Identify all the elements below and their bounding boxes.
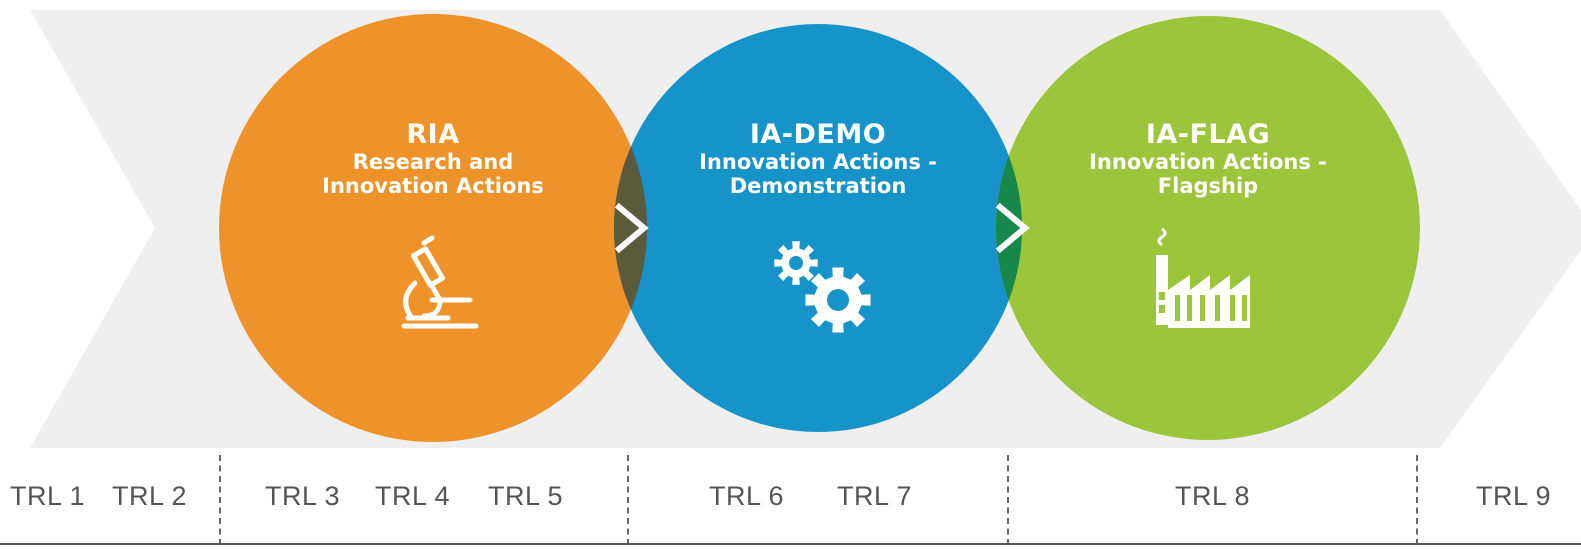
gears-icon (774, 241, 871, 333)
trl-label: TRL 2 (112, 481, 188, 511)
trl-label: TRL 6 (709, 481, 785, 511)
stage-subtitle-line1: Innovation Actions - (1089, 150, 1327, 174)
stage-code: IA-FLAG (1145, 119, 1271, 150)
gear-shape (774, 241, 818, 285)
trl-label: TRL 4 (375, 481, 451, 511)
trl-label: TRL 3 (265, 481, 341, 511)
stage-subtitle-line2: Flagship (1157, 174, 1259, 198)
stage-code: RIA (406, 119, 460, 150)
trl-baseline (0, 543, 1581, 545)
ia-flag-label: IA-FLAG Innovation Actions - Flagship (1058, 119, 1358, 199)
stage-subtitle-line1: Research and (352, 150, 514, 174)
trl-label: TRL 5 (488, 481, 564, 511)
trl-label: TRL 1 (10, 481, 86, 511)
trl-label: TRL 7 (837, 481, 913, 511)
trl-separator (1007, 455, 1009, 545)
gear-shape (805, 267, 871, 333)
stage-subtitle-line1: Innovation Actions - (699, 150, 937, 174)
factory-icon (1156, 227, 1250, 328)
trl-separator (219, 455, 221, 545)
stage-code: IA-DEMO (749, 119, 887, 150)
trl-label: TRL 9 (1476, 481, 1552, 511)
ria-label: RIA Research and Innovation Actions (283, 119, 583, 199)
trl-separator (1416, 455, 1418, 545)
chevron-right-icon (995, 202, 1030, 254)
ia-demo-circle (614, 24, 1022, 432)
ria-circle (219, 14, 647, 442)
microscope-icon (401, 235, 479, 329)
stage-subtitle-line2: Innovation Actions (322, 174, 544, 198)
ia-flag-circle (996, 16, 1420, 440)
ia-demo-label: IA-DEMO Innovation Actions - Demonstrati… (668, 119, 968, 199)
trl-label: TRL 8 (1175, 481, 1251, 511)
chevron-right-icon (614, 202, 649, 254)
stage-subtitle-line2: Demonstration (729, 174, 907, 198)
trl-separator (627, 455, 629, 545)
